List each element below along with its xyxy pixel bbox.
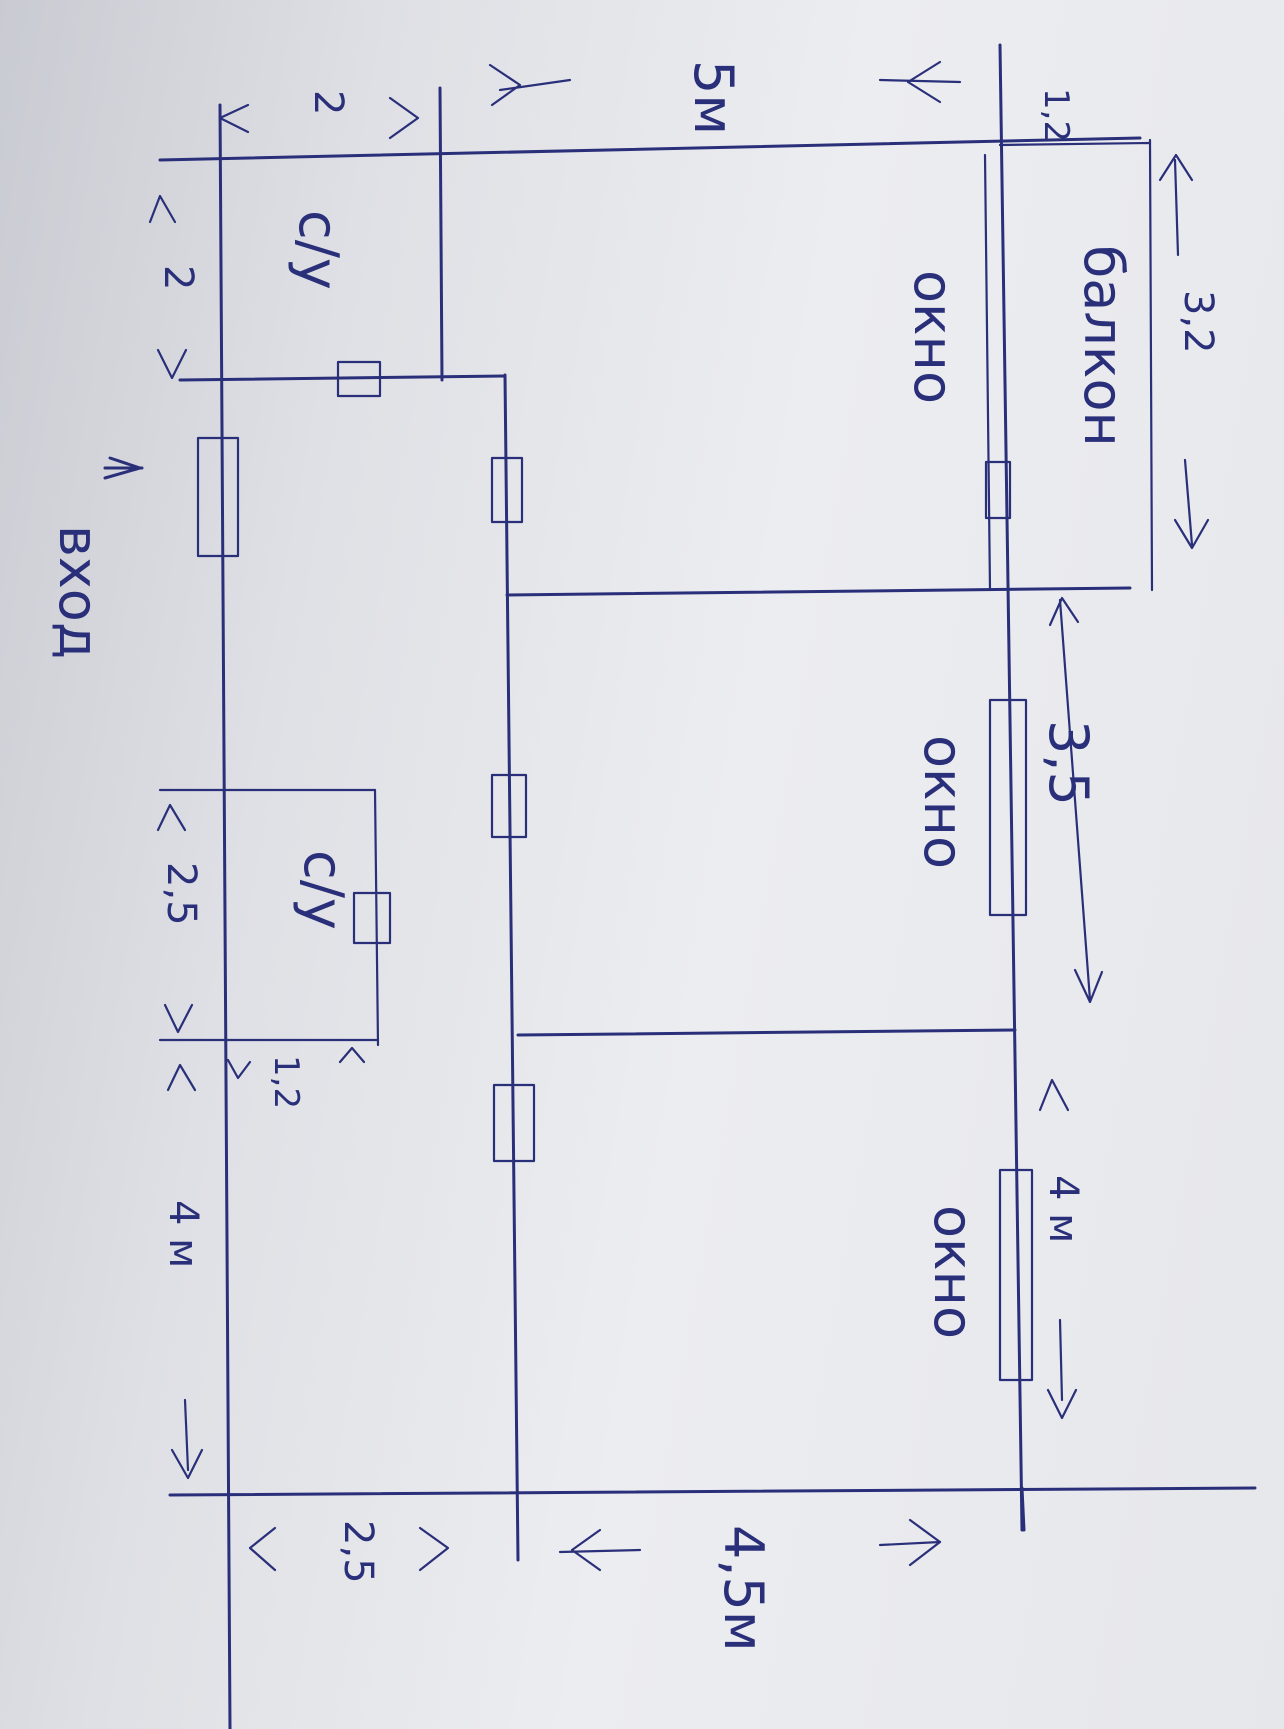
door-room-2 xyxy=(490,773,528,839)
door-room-3 xyxy=(492,1083,536,1163)
wall-bathroom-top-bottom xyxy=(178,374,507,382)
labels: балкон окно окно окно с/у с/у вход 3,2 3… xyxy=(47,60,1221,1652)
walls xyxy=(158,43,1257,1729)
openings xyxy=(196,360,1034,1382)
dim-left-arrow-down xyxy=(170,1448,204,1480)
dim-bath-arrow-down xyxy=(163,1003,194,1034)
dim-top-arrow-2 xyxy=(388,96,420,140)
dim-top-arrow-3 xyxy=(488,63,522,107)
dim-left-line xyxy=(183,1398,190,1472)
dim-top-arrow-4 xyxy=(906,60,942,104)
label-balcony: балкон xyxy=(1072,245,1135,447)
label-window-top: окно xyxy=(902,270,965,404)
wall-stub xyxy=(1020,1486,1026,1532)
wall-room-divider-2 xyxy=(516,1028,1017,1037)
dim-label-bathroom-bottom: 2,5 xyxy=(158,862,204,926)
dim-label-corridor: 2 xyxy=(305,90,351,115)
dim-label-bathroom-top: 2 xyxy=(155,265,201,290)
window-frame-line xyxy=(983,153,992,592)
dim-balcony-line-a xyxy=(1173,158,1180,257)
wall-top xyxy=(158,136,1142,162)
wall-bathroom-top-right xyxy=(438,86,444,382)
dim-balcony-line-b xyxy=(1183,458,1194,547)
door-room-1 xyxy=(490,456,524,524)
dim-label-balcony: 3,2 xyxy=(1175,290,1221,354)
dim-left-arrow-up xyxy=(166,1063,197,1092)
wall-bottom xyxy=(168,1486,1257,1497)
dim-arrow-up xyxy=(1158,153,1194,182)
dim-corr-arrow-down xyxy=(156,348,188,380)
dim-middle-line xyxy=(1058,598,1092,1002)
wall-right xyxy=(998,43,1024,1532)
dim-bath-arrow-up xyxy=(156,803,187,832)
label-bathroom-bottom: с/у xyxy=(292,850,355,930)
dimension-marks xyxy=(103,60,1210,1572)
dim-corr-arrow-up xyxy=(148,194,177,224)
dim-small-arrow-2 xyxy=(338,1046,366,1064)
dim-label-bottom-left-width: 2,5 xyxy=(335,1520,381,1584)
window-bottom-frame xyxy=(998,1168,1034,1382)
window-middle-frame xyxy=(988,698,1028,917)
dim-bot-arrow-3 xyxy=(570,1528,602,1572)
dim-bot-arrow-1 xyxy=(248,1526,277,1572)
dim-middle-arrow-down xyxy=(1073,968,1104,1004)
dim-bot-line-2 xyxy=(878,1540,942,1547)
label-window-bottom: окно xyxy=(922,1205,985,1339)
dim-label-middle: 3,5 xyxy=(1037,720,1100,806)
dim-label-total-bottom: 4,5м xyxy=(712,1525,775,1652)
bathroom-bottom-right xyxy=(373,788,380,1047)
wall-left xyxy=(218,103,232,1729)
label-entrance: вход xyxy=(47,525,110,659)
entrance-door xyxy=(196,436,240,558)
dim-bot-arrow-4 xyxy=(908,1518,942,1567)
dim-top-line xyxy=(498,78,572,92)
dim-label-bathroom-offset: 1,2 xyxy=(266,1055,306,1109)
balcony-door xyxy=(984,460,1012,520)
dim-bottom-line xyxy=(1058,1318,1064,1402)
wall-room-divider-1 xyxy=(505,586,1132,597)
balcony-top-line xyxy=(998,141,1152,147)
dim-middle-arrow-up xyxy=(1048,596,1080,627)
balcony-outer-line xyxy=(1148,138,1154,592)
door-bathroom-bottom xyxy=(352,891,392,945)
dim-label-total-top: 5м xyxy=(682,60,745,135)
wall-corridor xyxy=(503,373,520,1562)
dim-top-arrow-1 xyxy=(218,103,250,134)
dim-bot-arrow-2 xyxy=(418,1526,450,1572)
dim-arrow-down xyxy=(1173,518,1210,550)
dim-top-line-2 xyxy=(878,78,962,84)
dim-small-arrow-1 xyxy=(226,1058,252,1080)
dim-label-bottom-left: 4 м xyxy=(160,1200,206,1268)
label-bathroom-top: с/у xyxy=(287,210,350,290)
dim-label-balcony-depth: 1,2 xyxy=(1036,88,1076,142)
dim-bottom-arrow-up xyxy=(1038,1078,1070,1112)
door-bathroom-top xyxy=(336,360,382,398)
dim-bottom-arrow-down xyxy=(1046,1388,1078,1420)
label-window-middle: окно xyxy=(912,735,975,869)
dim-label-bottom-right: 4 м xyxy=(1040,1175,1086,1243)
